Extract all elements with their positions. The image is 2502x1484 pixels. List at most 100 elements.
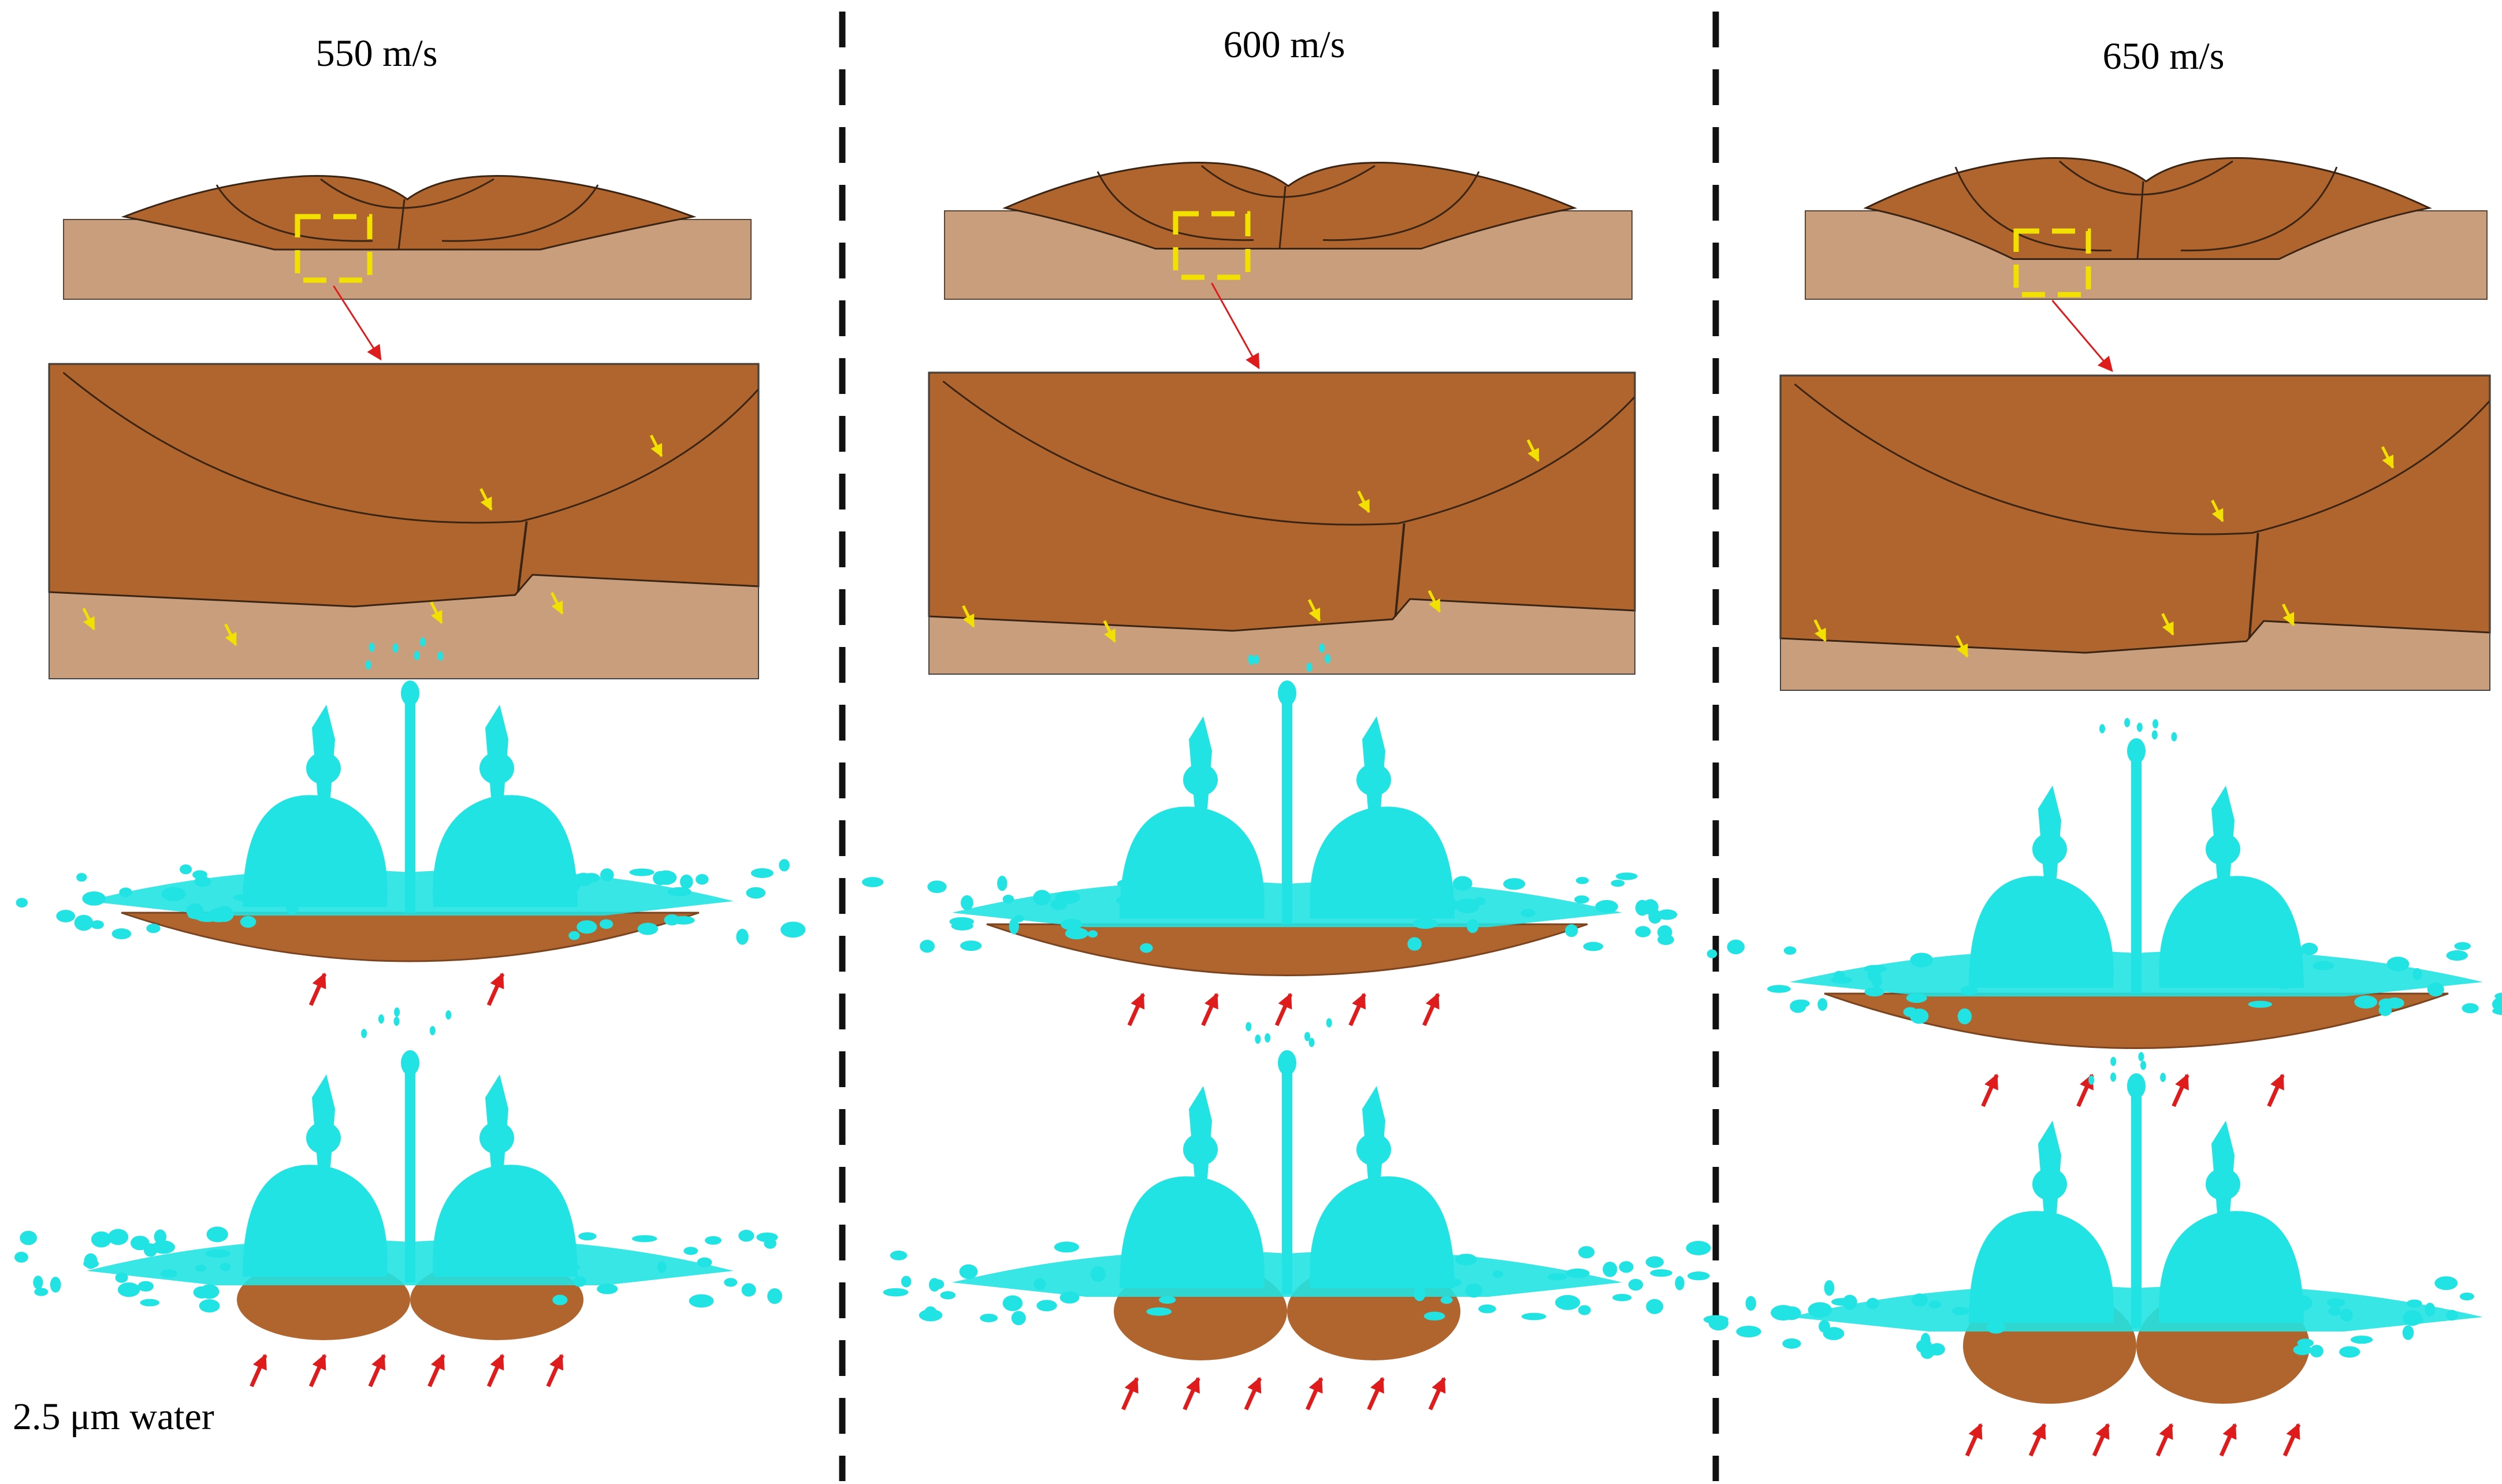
water-droplet — [246, 1241, 268, 1249]
water-droplet — [1782, 1338, 1801, 1349]
water-droplet — [1033, 890, 1051, 906]
water-droplet — [2446, 950, 2468, 961]
water-droplet — [195, 1264, 207, 1272]
zoom-splat — [48, 363, 760, 608]
water-droplet — [2300, 943, 2318, 955]
water-droplet — [1059, 1291, 1080, 1304]
water-droplet — [2014, 1294, 2028, 1301]
water-droplet — [1090, 1266, 1106, 1282]
water-droplet — [672, 916, 695, 925]
water-droplet — [629, 868, 655, 876]
water-droplet — [1864, 987, 1884, 996]
water-droplet — [1650, 1269, 1672, 1277]
column-title-550: 550 m/s — [315, 32, 438, 75]
water-droplet — [736, 928, 749, 945]
water-droplet — [1117, 879, 1138, 888]
central-jet — [2131, 1080, 2142, 1329]
water-dome — [1310, 806, 1455, 918]
water-droplet — [2462, 1003, 2479, 1014]
water-droplet — [2270, 947, 2294, 959]
water-droplet — [1520, 909, 1536, 917]
jet-tip — [401, 1050, 419, 1076]
water-droplet — [1407, 937, 1422, 951]
water-droplet — [1033, 1278, 1046, 1290]
water-droplet — [1248, 656, 1255, 665]
zoom-frame — [1780, 375, 2490, 691]
water-droplet — [756, 1232, 778, 1243]
water-droplet — [2354, 995, 2378, 1009]
water-droplet — [137, 1281, 154, 1292]
jet-pointer-arrow — [1127, 992, 1145, 1026]
jet-view-top — [1707, 717, 2502, 1107]
central-jet — [2131, 745, 2142, 994]
zoom-region-box — [2013, 228, 2091, 297]
central-jet — [1282, 1057, 1292, 1294]
water-droplet — [1116, 895, 1140, 906]
water-droplet — [34, 1288, 49, 1296]
water-droplet — [2138, 1052, 2144, 1062]
water-droplet — [2248, 1001, 2273, 1008]
water-droplet — [750, 868, 774, 878]
water-droplet — [779, 859, 790, 872]
water-droplet — [1912, 1293, 1928, 1307]
water-droplet — [393, 1016, 400, 1026]
particle-boundary — [1322, 171, 1480, 241]
water-droplet — [83, 1259, 99, 1269]
water-droplet — [146, 924, 161, 933]
jet-pointer-arrow — [1422, 992, 1440, 1026]
water-droplet — [767, 1288, 782, 1304]
water-droplet — [746, 887, 766, 899]
water-droplet — [724, 1278, 738, 1287]
water-droplet — [1455, 898, 1479, 914]
water-droplet — [657, 1261, 667, 1273]
water-droplet — [1578, 1246, 1595, 1259]
zoom-splat — [1779, 374, 2491, 654]
water-droplet — [1745, 1296, 1756, 1311]
water-droplet — [1986, 1322, 2006, 1334]
crack-arrow — [82, 608, 95, 631]
water-droplet — [741, 1283, 756, 1297]
crack-arrow — [1357, 490, 1370, 514]
water-droplet — [107, 1229, 129, 1245]
jet-pointer-arrow — [1274, 992, 1293, 1026]
water-droplet — [2427, 982, 2444, 996]
water-droplet — [555, 887, 577, 901]
water-droplet — [1065, 927, 1088, 940]
jet-pointer-arrow — [546, 1353, 564, 1388]
water-droplet — [2140, 1061, 2147, 1070]
water-droplet — [140, 1299, 160, 1307]
water-droplet — [599, 919, 614, 929]
zoom-region-box — [295, 214, 373, 283]
water-droplet — [130, 1236, 150, 1251]
water-droplet — [199, 1299, 220, 1313]
crack-arrow — [1526, 439, 1540, 462]
water-droplet — [1910, 953, 1934, 968]
water-droplet — [369, 642, 375, 652]
water-droplet — [2160, 1073, 2166, 1083]
water-droplet — [1645, 1256, 1664, 1268]
water-droplet — [1265, 1033, 1271, 1043]
water-droplet — [154, 1229, 167, 1244]
water-droplet — [414, 650, 420, 660]
water-droplet — [920, 939, 935, 953]
water-droplet — [2350, 1336, 2373, 1344]
column-c1 — [14, 175, 806, 1388]
water-droplet — [552, 1295, 568, 1306]
splat-profile — [1863, 157, 2432, 260]
water-droplet — [680, 875, 693, 889]
water-droplet — [2313, 961, 2334, 970]
jet-tip — [2127, 1073, 2146, 1099]
water-droplet — [233, 894, 257, 901]
particle-boundary — [397, 199, 406, 250]
water-droplet — [597, 1284, 618, 1295]
water-thickness-note: 2.5 μm water — [13, 1396, 214, 1438]
water-droplet — [940, 1291, 956, 1300]
water-droplet — [927, 880, 947, 893]
jet-pointer-arrow — [2282, 1423, 2301, 1457]
water-droplet — [1708, 1315, 1729, 1331]
water-droplet — [1255, 1034, 1261, 1044]
zoom-crack — [1394, 523, 1406, 617]
water-droplet — [1611, 880, 1625, 887]
water-droplet — [1009, 918, 1019, 935]
